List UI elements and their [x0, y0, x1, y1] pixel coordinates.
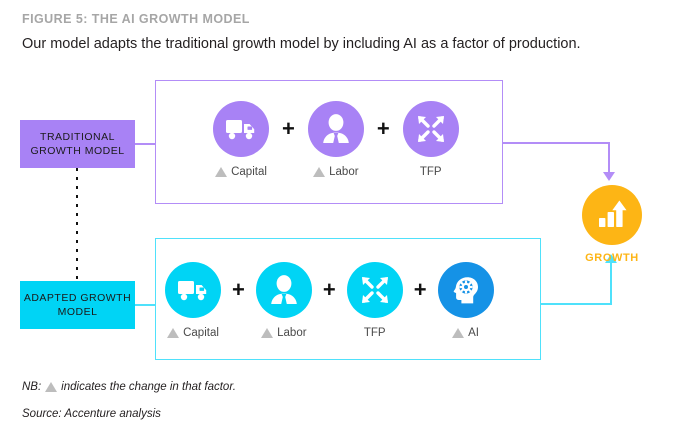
- factor-label-ai-adapted: AI: [452, 327, 479, 339]
- factor-capital-adapted: Capital: [165, 262, 221, 339]
- figure-title: FIGURE 5: THE AI GROWTH MODEL: [22, 12, 250, 26]
- factor-label-labor-adapted: Labor: [261, 327, 307, 339]
- factor-label-text: Labor: [329, 166, 359, 178]
- factor-label-tfp-adapted: TFP: [364, 327, 386, 339]
- traditional-growth-model-box: TRADITIONAL GROWTH MODEL: [20, 120, 135, 168]
- adapted-to-growth-connector-vertical: [610, 263, 612, 304]
- person-icon: [307, 101, 364, 157]
- delta-triangle-icon: [313, 167, 326, 177]
- nb-text: indicates the change in that factor.: [61, 381, 236, 393]
- growth-node: GROWTH: [582, 185, 642, 264]
- factor-label-text: TFP: [363, 327, 386, 339]
- growth-label: GROWTH: [585, 252, 639, 264]
- factor-labor-adapted: Labor: [255, 262, 312, 339]
- adapted-factor-row: Capital + Labor +: [165, 262, 494, 339]
- traditional-arrowhead-icon: [603, 172, 615, 181]
- delta-triangle-icon: [167, 328, 180, 338]
- truck-icon: [213, 101, 269, 157]
- adapted-growth-model-box: ADAPTED GROWTH MODEL: [20, 281, 135, 329]
- traditional-factors-frame: [155, 80, 503, 204]
- adapted-arrowhead-icon: [605, 254, 617, 263]
- traditional-factor-row: Capital + Labor +: [213, 101, 459, 178]
- factor-label-text: Capital: [183, 327, 219, 339]
- delta-triangle-icon: [261, 328, 274, 338]
- brain-gear-icon: [437, 262, 494, 318]
- traditional-frame-stub: [135, 143, 156, 145]
- dotted-connector-line: [76, 168, 78, 281]
- plus-operator: +: [232, 277, 245, 302]
- factor-label-text: Labor: [277, 327, 307, 339]
- factor-label-labor-traditional: Labor: [313, 166, 359, 178]
- factor-ai-adapted: AI: [437, 262, 494, 339]
- factor-labor-traditional: Labor: [307, 101, 364, 178]
- delta-triangle-icon: [452, 328, 465, 338]
- adapted-label-line2: MODEL: [57, 306, 98, 318]
- expand-arrows-icon: [346, 262, 403, 318]
- factor-label-text: Capital: [231, 166, 267, 178]
- plus-operator: +: [322, 277, 336, 302]
- delta-triangle-icon: [45, 382, 58, 392]
- person-icon: [255, 262, 312, 318]
- traditional-to-growth-connector-vertical: [608, 142, 610, 174]
- nb-prefix: NB:: [22, 381, 42, 393]
- figure-subtitle: Our model adapts the traditional growth …: [22, 36, 581, 52]
- expand-arrows-icon: [402, 101, 459, 157]
- plus-operator: +: [282, 116, 295, 141]
- adapted-frame-stub: [135, 304, 156, 306]
- plus-operator: +: [413, 277, 427, 302]
- factor-label-text: AI: [468, 327, 480, 339]
- adapted-label-line1: ADAPTED GROWTH: [23, 292, 132, 304]
- factor-label-tfp-traditional: TFP: [420, 166, 442, 178]
- bar-chart-arrow-icon: [582, 185, 642, 245]
- traditional-to-growth-connector: [503, 142, 609, 144]
- factor-tfp-traditional: TFP: [402, 101, 459, 178]
- factor-label-capital-traditional: Capital: [215, 166, 267, 178]
- factor-capital-traditional: Capital: [213, 101, 269, 178]
- adapted-factors-frame: [155, 238, 541, 360]
- nb-footnote: NB: indicates the change in that factor.: [22, 381, 236, 393]
- factor-tfp-adapted: TFP: [346, 262, 403, 339]
- factor-label-capital-adapted: Capital: [167, 327, 219, 339]
- factor-label-text: TFP: [419, 166, 442, 178]
- traditional-label-line1: TRADITIONAL: [40, 131, 115, 143]
- source-note: Source: Accenture analysis: [22, 408, 161, 420]
- delta-triangle-icon: [215, 167, 228, 177]
- adapted-to-growth-connector: [541, 303, 612, 305]
- traditional-label-line2: GROWTH MODEL: [30, 145, 125, 157]
- plus-operator: +: [376, 116, 390, 141]
- truck-icon: [165, 262, 221, 318]
